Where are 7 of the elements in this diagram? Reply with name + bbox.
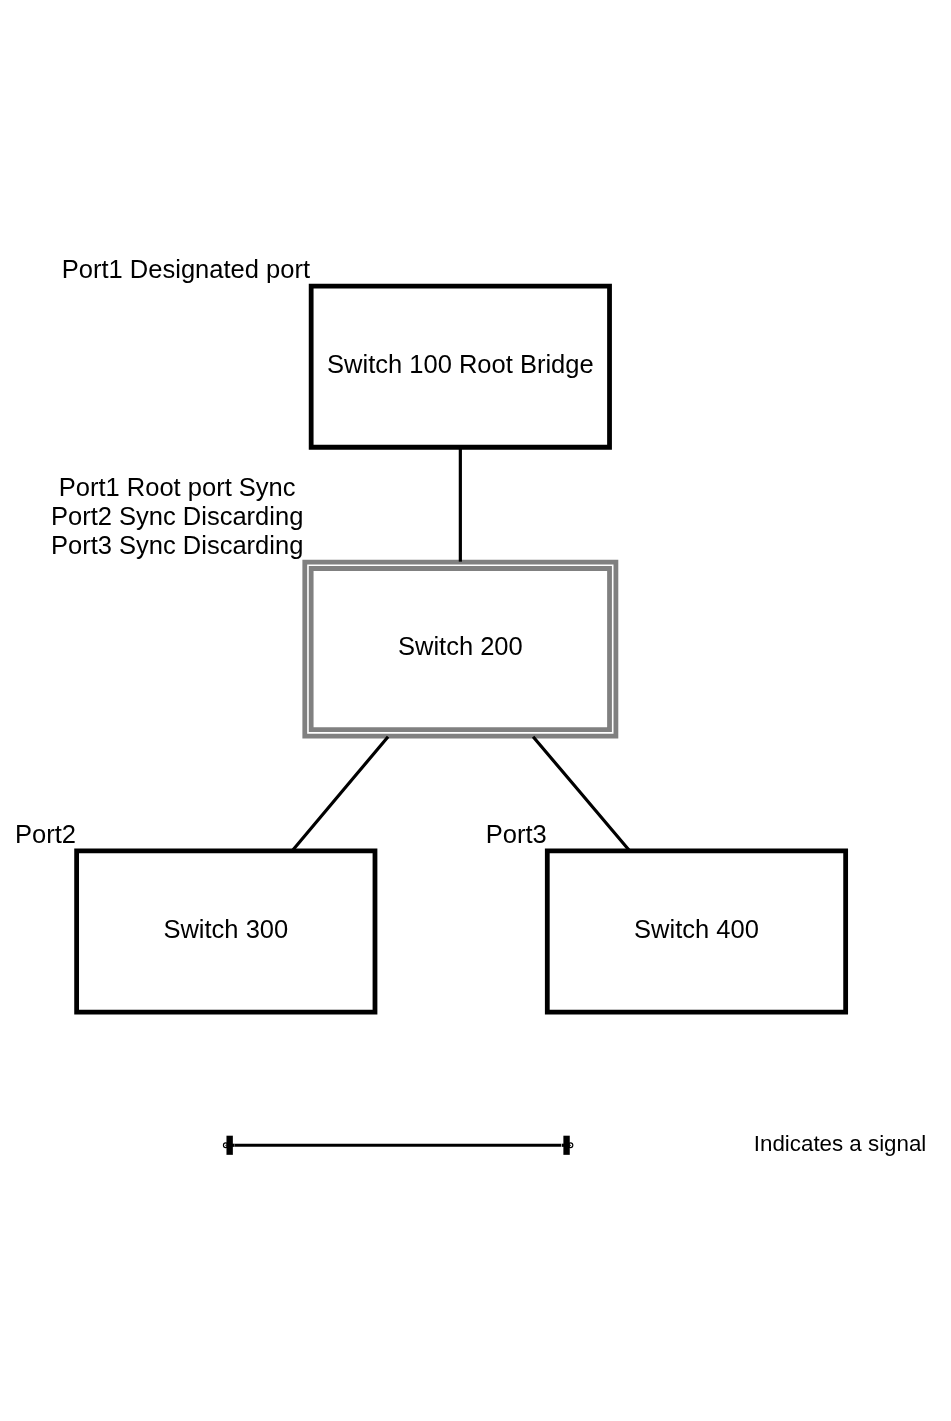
node-label: Port2 Sync Discarding	[50, 502, 304, 531]
node-label: Port3 Sync Discarding	[50, 530, 304, 559]
node-label: Port2	[15, 819, 77, 848]
node-label: Port1 Root port Sync	[58, 473, 296, 502]
node-label: Port1 Designated port	[61, 254, 311, 283]
legend-label: Indicates a signal	[753, 1131, 927, 1157]
node-label: Port3	[485, 819, 547, 848]
